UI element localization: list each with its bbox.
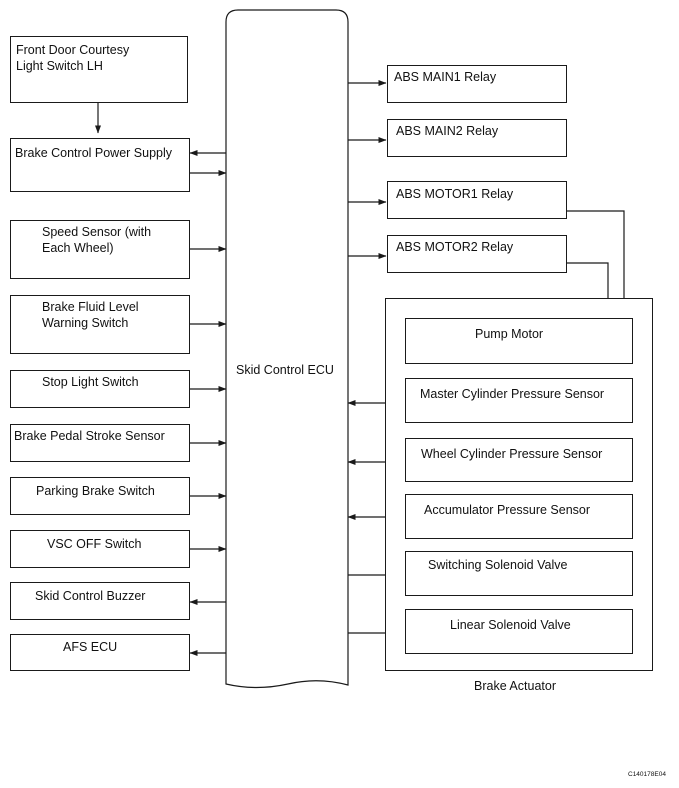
wheel-cylinder-sensor-box: Wheel Cylinder Pressure Sensor <box>405 438 633 482</box>
abs-motor1-relay-box: ABS MOTOR1 Relay <box>387 181 567 219</box>
skid-control-buzzer-box: Skid Control Buzzer <box>10 582 190 620</box>
front-door-switch-label: Front Door Courtesy Light Switch LH <box>16 43 130 73</box>
stop-light-switch-label: Stop Light Switch <box>42 375 139 389</box>
vsc-off-switch-label: VSC OFF Switch <box>47 537 142 551</box>
abs-main1-relay-box: ABS MAIN1 Relay <box>387 65 567 103</box>
abs-main2-relay-label: ABS MAIN2 Relay <box>396 124 499 138</box>
switching-solenoid-valve-box: Switching Solenoid Valve <box>405 551 633 596</box>
front-door-switch-box: Front Door Courtesy Light Switch LH <box>10 36 188 103</box>
linear-solenoid-valve-box: Linear Solenoid Valve <box>405 609 633 654</box>
parking-brake-switch-label: Parking Brake Switch <box>36 484 155 498</box>
brake-power-supply-label: Brake Control Power Supply <box>15 146 173 160</box>
speed-sensor-box: Speed Sensor (with Each Wheel) <box>10 220 190 279</box>
pedal-stroke-sensor-box: Brake Pedal Stroke Sensor <box>10 424 190 462</box>
pump-motor-box: Pump Motor <box>405 318 633 364</box>
abs-main2-relay-box: ABS MAIN2 Relay <box>387 119 567 157</box>
ecu-outline <box>225 9 349 689</box>
accumulator-sensor-label: Accumulator Pressure Sensor <box>424 503 591 517</box>
afs-ecu-label: AFS ECU <box>63 640 118 654</box>
linear-solenoid-valve-label: Linear Solenoid Valve <box>450 618 571 632</box>
brake-fluid-switch-box: Brake Fluid Level Warning Switch <box>10 295 190 354</box>
master-cylinder-sensor-label: Master Cylinder Pressure Sensor <box>420 387 605 401</box>
vsc-off-switch-box: VSC OFF Switch <box>10 530 190 568</box>
figure-code: C140178E04 <box>628 771 666 778</box>
abs-motor2-relay-label: ABS MOTOR2 Relay <box>396 240 514 254</box>
brake-power-supply-box: Brake Control Power Supply <box>10 138 190 192</box>
afs-ecu-box: AFS ECU <box>10 634 190 671</box>
pedal-stroke-sensor-label: Brake Pedal Stroke Sensor <box>14 429 165 443</box>
stop-light-switch-box: Stop Light Switch <box>10 370 190 408</box>
parking-brake-switch-box: Parking Brake Switch <box>10 477 190 515</box>
abs-main1-relay-label: ABS MAIN1 Relay <box>394 70 497 84</box>
speed-sensor-label: Speed Sensor (with Each Wheel) <box>42 225 152 255</box>
pump-motor-label: Pump Motor <box>475 327 544 341</box>
wheel-cylinder-sensor-label: Wheel Cylinder Pressure Sensor <box>421 447 603 461</box>
skid-control-buzzer-label: Skid Control Buzzer <box>35 589 146 603</box>
abs-motor2-relay-box: ABS MOTOR2 Relay <box>387 235 567 273</box>
brake-fluid-switch-label: Brake Fluid Level Warning Switch <box>42 300 139 330</box>
abs-motor1-relay-label: ABS MOTOR1 Relay <box>396 187 514 201</box>
ecu-label: Skid Control ECU <box>236 363 334 377</box>
brake-actuator-label: Brake Actuator <box>474 679 556 693</box>
master-cylinder-sensor-box: Master Cylinder Pressure Sensor <box>405 378 633 423</box>
switching-solenoid-valve-label: Switching Solenoid Valve <box>428 558 568 572</box>
accumulator-sensor-box: Accumulator Pressure Sensor <box>405 494 633 539</box>
